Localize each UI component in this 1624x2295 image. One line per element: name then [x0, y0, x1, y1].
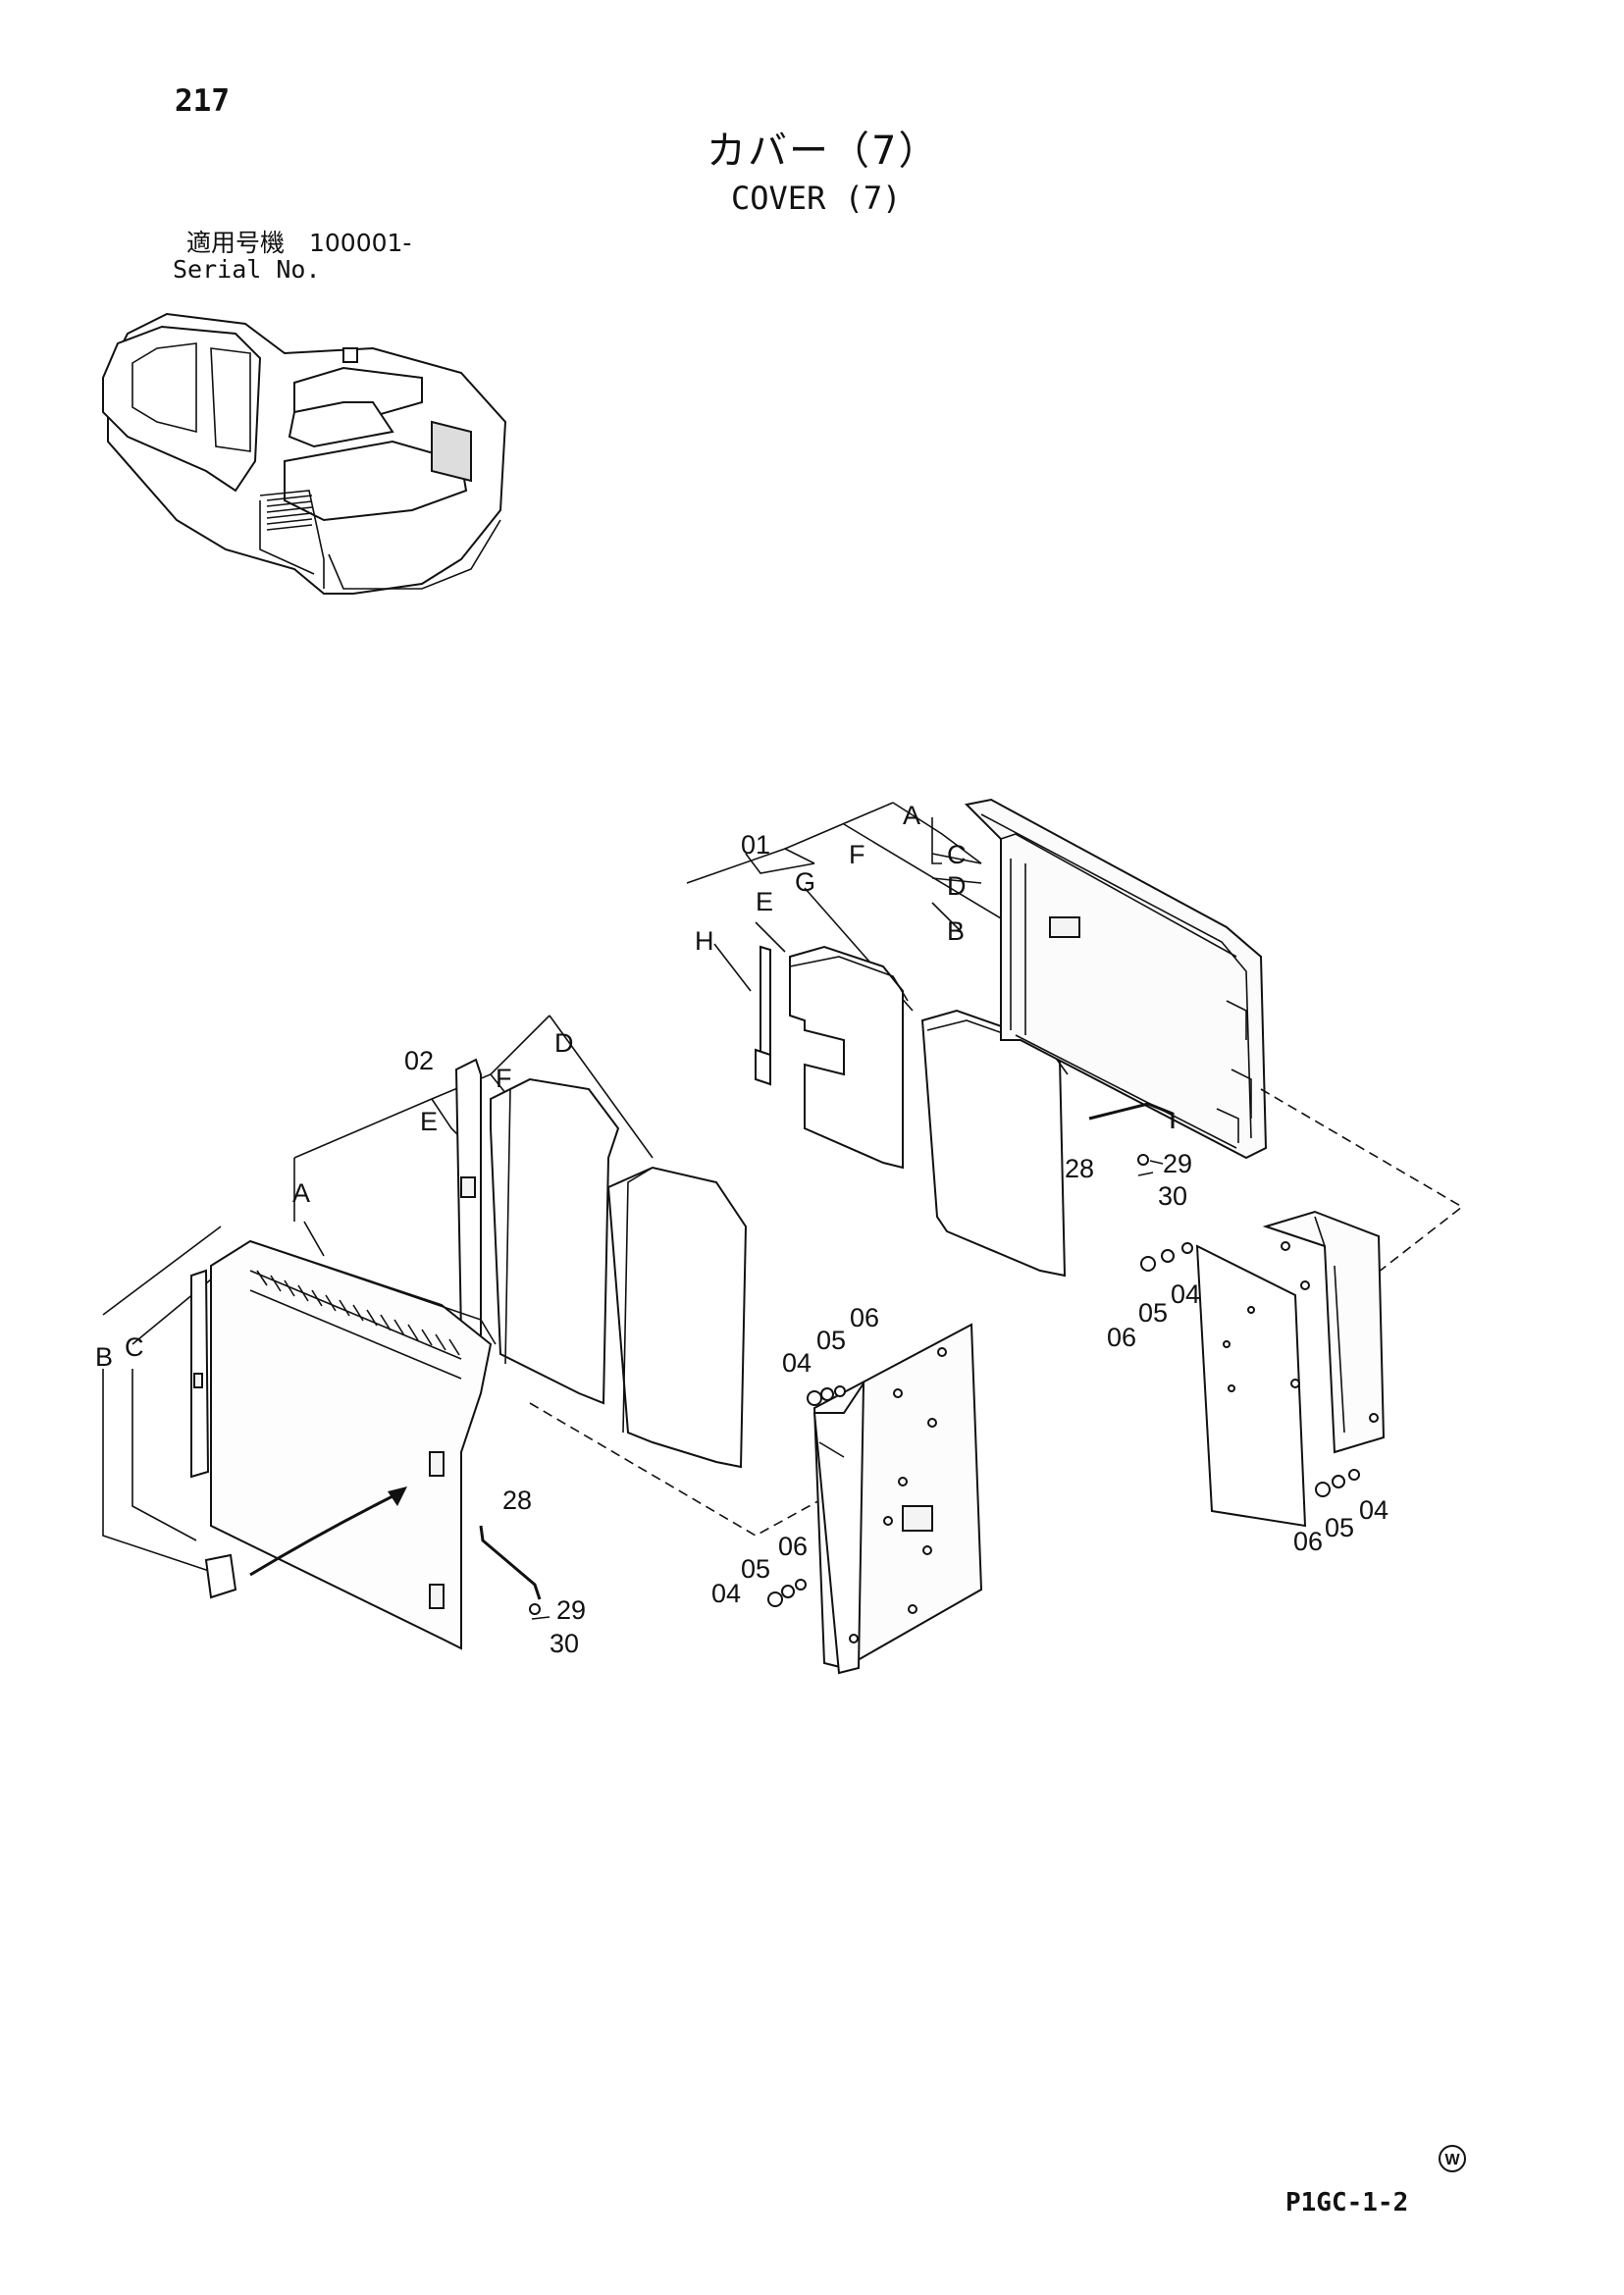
callout-labels: 01 A F C D B E G H 28 29 30 06 05 04 06 … [95, 801, 1388, 1658]
callout-04-mid-lower: 04 [711, 1579, 741, 1608]
callout-04-right-upper: 04 [1171, 1279, 1200, 1309]
page-number: 217 [175, 83, 230, 119]
callout-E-upper: E [756, 887, 773, 916]
callout-04-mid-upper: 04 [782, 1348, 812, 1378]
callout-F-upper: F [849, 840, 865, 869]
callout-G: G [795, 867, 815, 897]
callout-05-mid-lower: 05 [741, 1554, 770, 1584]
page-title-jp: カバー（7） [707, 129, 940, 174]
callout-06-mid-upper: 06 [850, 1303, 879, 1332]
svg-text:W: W [1444, 2152, 1460, 2168]
middle-side-panel [767, 1323, 983, 1675]
callout-B-upper: B [947, 916, 965, 946]
callout-04-right-lower: 04 [1359, 1495, 1388, 1525]
callout-A-left: A [292, 1178, 310, 1208]
machine-overview-sketch [102, 312, 507, 595]
callout-D-left: D [554, 1028, 574, 1058]
callout-01: 01 [741, 830, 770, 860]
callout-F-left: F [496, 1064, 512, 1093]
callout-06-mid-lower: 06 [778, 1532, 808, 1561]
callout-29-left: 29 [556, 1595, 586, 1625]
callout-A-upper: A [903, 801, 920, 830]
callout-05-right-upper: 05 [1138, 1298, 1168, 1328]
right-side-panel [1140, 1210, 1386, 1528]
serial-label-en: Serial No. [173, 255, 321, 284]
page-title-en: COVER (7) [731, 180, 902, 217]
callout-30-left: 30 [550, 1629, 579, 1658]
callout-05-mid-upper: 05 [816, 1326, 846, 1355]
callout-H: H [695, 926, 714, 956]
callout-B-left: B [95, 1342, 113, 1372]
callout-C-left: C [125, 1332, 144, 1362]
callout-C-upper: C [947, 840, 967, 869]
callout-30-right: 30 [1158, 1181, 1187, 1211]
callout-E-left: E [420, 1107, 438, 1136]
callout-06-right-lower: 06 [1293, 1527, 1323, 1556]
assembly-01-group [686, 798, 1464, 1278]
callout-D-upper: D [947, 871, 967, 901]
callout-05-right-lower: 05 [1325, 1513, 1354, 1542]
serial-label-jp: 適用号機 100001- [186, 229, 412, 257]
assembly-02-group [102, 1015, 855, 1650]
drawing-code: P1GC-1-2 [1285, 2188, 1409, 2217]
callout-06-right-upper: 06 [1107, 1323, 1136, 1352]
watermark-w-logo: W [1439, 2145, 1466, 2172]
callout-28-right: 28 [1065, 1154, 1094, 1183]
callout-29-right: 29 [1163, 1149, 1192, 1178]
callout-02: 02 [404, 1046, 434, 1075]
callout-28-left: 28 [502, 1486, 532, 1515]
